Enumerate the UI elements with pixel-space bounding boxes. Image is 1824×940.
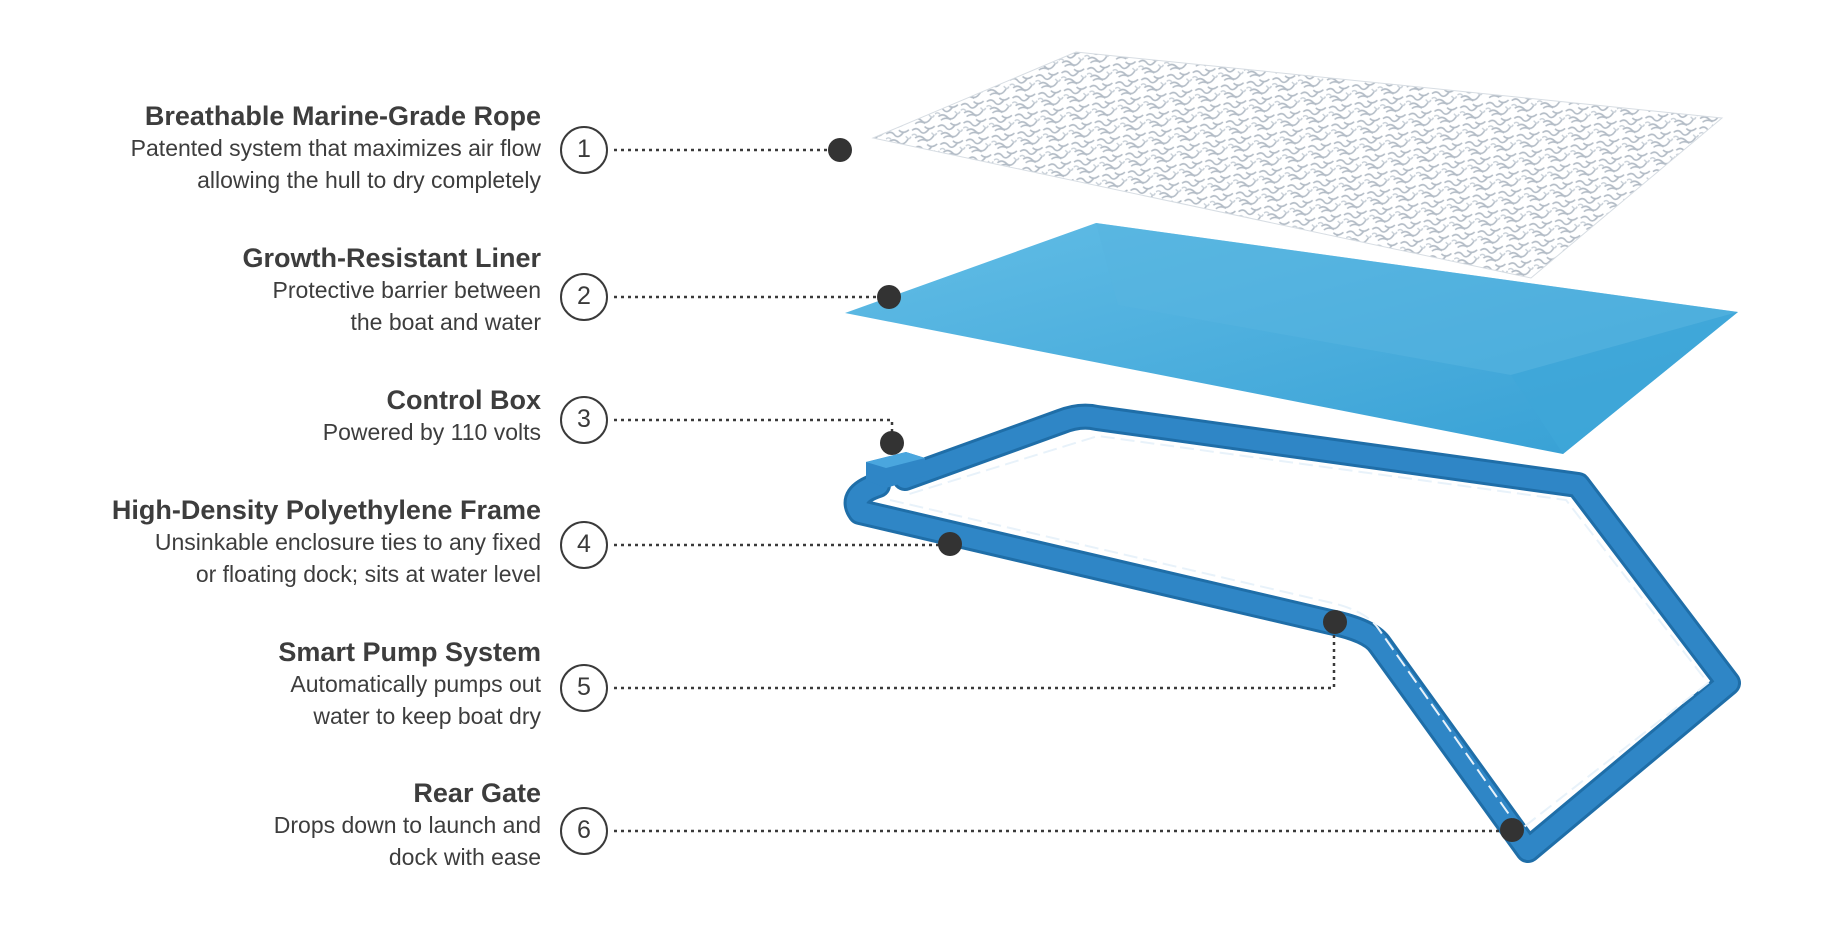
callout-liner: Growth-Resistant Liner Protective barrie… — [0, 242, 541, 338]
callout-description-line: the boat and water — [350, 309, 541, 335]
callout-number-3: 3 — [560, 396, 608, 444]
callout-description-line: dock with ease — [388, 844, 541, 870]
callout-title: Control Box — [386, 385, 542, 415]
callout-description-line: Powered by 110 volts — [322, 419, 541, 445]
leader-dot-4 — [938, 532, 962, 556]
callout-title: Breathable Marine-Grade Rope — [144, 101, 541, 131]
leader-lines — [614, 148, 1512, 833]
leader-dot-2 — [877, 285, 901, 309]
callout-description-line: Protective barrier between — [272, 277, 541, 303]
callout-description-line: water to keep boat dry — [313, 703, 541, 729]
callout-title: Growth-Resistant Liner — [242, 243, 541, 273]
callout-description-line: or floating dock; sits at water level — [195, 561, 541, 587]
liner-layer — [845, 223, 1738, 454]
leader-dot-5 — [1323, 610, 1347, 634]
callout-pump: Smart Pump System Automatically pumps ou… — [0, 636, 541, 732]
callout-title: Rear Gate — [413, 778, 541, 808]
callout-number-6: 6 — [560, 807, 608, 855]
callout-rope: Breathable Marine-Grade Rope Patented sy… — [0, 100, 541, 196]
callout-title: High-Density Polyethylene Frame — [111, 495, 541, 525]
callout-number-2: 2 — [560, 273, 608, 321]
callout-rear-gate: Rear Gate Drops down to launch and dock … — [0, 777, 541, 873]
leader-dot-1 — [828, 138, 852, 162]
hdpe-frame — [843, 403, 1741, 863]
leader-dots — [828, 138, 1524, 842]
callout-number-5: 5 — [560, 664, 608, 712]
control-box — [866, 452, 925, 488]
callout-number-4: 4 — [560, 521, 608, 569]
callout-description-line: Patented system that maximizes air flow — [130, 135, 541, 161]
callout-number-1: 1 — [560, 126, 608, 174]
callout-control-box: Control Box Powered by 110 volts — [0, 384, 541, 448]
rope-layer — [871, 51, 1724, 279]
callout-description-line: Drops down to launch and — [273, 812, 541, 838]
callout-description-line: Unsinkable enclosure ties to any fixed — [154, 529, 541, 555]
callout-description-line: Automatically pumps out — [290, 671, 541, 697]
callout-title: Smart Pump System — [278, 637, 541, 667]
leader-dot-3 — [880, 431, 904, 455]
callout-description-line: allowing the hull to dry completely — [197, 167, 541, 193]
leader-dot-6 — [1500, 818, 1524, 842]
callout-frame: High-Density Polyethylene Frame Unsinkab… — [0, 494, 541, 590]
